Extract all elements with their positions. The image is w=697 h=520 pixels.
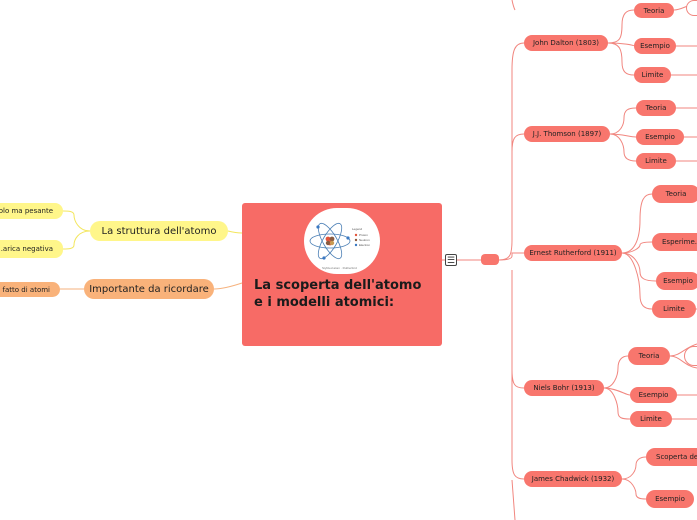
dalton-limite[interactable]: Limite	[634, 67, 671, 83]
rutherford-esperimento[interactable]: Esperime...	[652, 233, 697, 251]
legend-proton: Proton	[359, 233, 368, 237]
bohr-teoria-subnode[interactable]	[684, 346, 697, 366]
branch-chadwick[interactable]: James Chadwick (1932)	[524, 471, 622, 487]
branch-dalton[interactable]: John Dalton (1803)	[524, 35, 608, 51]
list-icon[interactable]: ☰	[445, 254, 457, 266]
chadwick-esempio[interactable]: Esempio	[646, 490, 694, 508]
struttura-child-2[interactable]: ...arica negativa	[0, 240, 63, 258]
branch-rutherford[interactable]: Ernest Rutherford (1911)	[524, 245, 622, 261]
branch-hub	[481, 254, 499, 265]
bohr-teoria[interactable]: Teoria	[628, 347, 670, 365]
legend-neutron: Neutron	[359, 238, 370, 242]
branch-bohr[interactable]: Niels Bohr (1913)	[524, 380, 604, 396]
chadwick-scoperta[interactable]: Scoperta de...	[646, 448, 697, 466]
thomson-teoria[interactable]: Teoria	[636, 100, 676, 116]
dalton-teoria[interactable]: Teoria	[634, 3, 674, 18]
central-title: La scoperta dell'atomo e i modelli atomi…	[254, 278, 422, 310]
branch-struttura-atomo[interactable]: La struttura dell'atomo	[90, 221, 228, 241]
bohr-limite[interactable]: Limite	[630, 411, 672, 427]
image-caption: Stylized atom · Rutherford	[322, 266, 357, 270]
thomson-limite[interactable]: Limite	[636, 153, 676, 169]
atom-icon	[309, 222, 358, 260]
thomson-esempio[interactable]: Esempio	[636, 129, 684, 145]
central-topic[interactable]: Legend Proton Neutron Electron Stylized …	[242, 203, 442, 346]
atom-image: Legend Proton Neutron Electron Stylized …	[304, 208, 380, 274]
rutherford-limite[interactable]: Limite	[652, 300, 696, 318]
struttura-child-1[interactable]: ...olo ma pesante	[0, 203, 63, 219]
importante-child-1[interactable]: ... fatto di atomi	[0, 282, 60, 297]
branch-thomson[interactable]: J.J. Thomson (1897)	[524, 126, 610, 142]
rutherford-teoria[interactable]: Teoria	[652, 185, 697, 203]
legend-title: Legend	[352, 227, 363, 231]
legend-electron: Electron	[359, 243, 371, 247]
bohr-esempio[interactable]: Esempio	[630, 387, 677, 403]
dalton-esempio[interactable]: Esempio	[634, 38, 676, 54]
rutherford-esempio[interactable]: Esempio	[656, 272, 697, 290]
dalton-teoria-subnode[interactable]	[686, 0, 697, 16]
branch-importante[interactable]: Importante da ricordare	[84, 279, 214, 299]
